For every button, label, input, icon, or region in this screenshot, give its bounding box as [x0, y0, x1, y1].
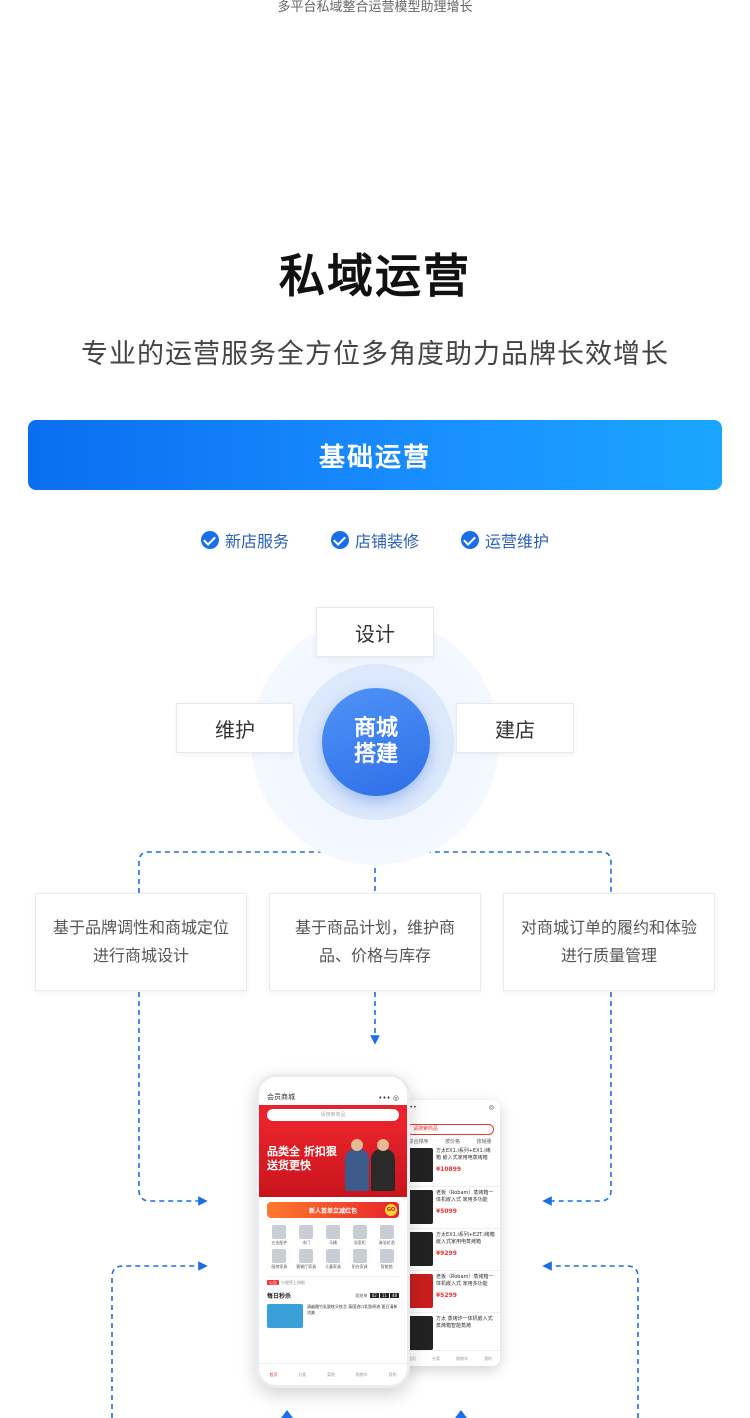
deal-text: 清幽雅竹乳胶枕头枕芯 泰国进口乳胶原液 夏日清新凉爽	[307, 1304, 398, 1315]
category-icon	[325, 1249, 340, 1263]
flash-sale-title: 每日秒杀	[267, 1293, 292, 1300]
list-item[interactable]: 方太 蒸烤炸一体机嵌入式 蒸烤箱智能蒸烤	[400, 1313, 500, 1355]
feature-label: 店铺装修	[354, 532, 419, 551]
coupon-label: 新人首单立减红包	[308, 1207, 357, 1215]
category-icon	[352, 1249, 367, 1263]
product-image	[267, 1304, 303, 1328]
core-label: 商城搭建	[353, 716, 398, 767]
category-item[interactable]: 阳台家具	[347, 1249, 372, 1270]
feature-list: 新店服务 店铺装修 运营维护	[0, 528, 750, 552]
category-icon	[299, 1225, 314, 1239]
nav-item[interactable]: 我的	[484, 1355, 492, 1361]
category-icon	[379, 1249, 394, 1263]
nav-item[interactable]: 我的	[388, 1371, 397, 1377]
description-card-products: 基于商品计划，维护商品、价格与库存	[269, 893, 481, 991]
category-item[interactable]: 客餐厅家具	[294, 1249, 319, 1270]
list-item[interactable]: 方太EX1.i系列+EX1.i烤箱 嵌入式家用电蒸烤箱 ¥10899	[400, 1145, 500, 1187]
product-title: 方太EX1.i系列+EX1.i烤箱 嵌入式家用电蒸烤箱	[436, 1148, 491, 1161]
product-title: 方太 蒸烤炸一体机嵌入式 蒸烤箱智能蒸烤	[436, 1316, 493, 1329]
basic-operation-banner: 基础运营	[28, 420, 722, 490]
nav-item[interactable]: 分类	[298, 1371, 307, 1377]
app-name: 会员商城	[267, 1093, 295, 1101]
category-icon	[272, 1225, 287, 1239]
category-grid: 五金配件 木门 马桶 浴室柜 淋浴花洒 厨房家具 客餐厅家具 儿童家具 阳台家具…	[259, 1223, 407, 1272]
category-item[interactable]: 马桶	[321, 1225, 346, 1246]
category-item[interactable]: 浴室柜	[347, 1225, 372, 1246]
phone-mockup-product-list: •••◎ 请搜索商品 综合排序 按价格 按销量 方太EX1.i系列+EX1.i烤…	[400, 1100, 500, 1366]
menu-dots-icon[interactable]: ••• ◎	[378, 1094, 399, 1102]
description-card-design: 基于品牌调性和商城定位进行商城设计	[35, 893, 247, 991]
product-title: 方太EX1.i系列+E2T.i烤箱 嵌入式家用电蒸烤箱	[436, 1232, 495, 1245]
list-item[interactable]: 老板（Robam）蒸烤箱一体机嵌入式 家用多功能 ¥5299	[400, 1271, 500, 1313]
nav-item[interactable]: 首页	[269, 1371, 278, 1377]
feature-item: 新店服务	[200, 528, 289, 552]
coupon-banner[interactable]: 新人首单立减红包 GO	[267, 1202, 399, 1218]
tab-sort[interactable]: 按价格	[444, 1139, 460, 1145]
hero-title: 品类全 折扣狠 送货更快	[267, 1145, 337, 1172]
category-icon	[379, 1225, 394, 1239]
bottom-nav: 首页 分类 案例 购物车 我的	[259, 1363, 407, 1385]
flash-sale-item[interactable]: 清幽雅竹乳胶枕头枕芯 泰国进口乳胶原液 夏日清新凉爽	[259, 1302, 407, 1330]
top-caption: 多平台私域整合运营模型助理增长	[277, 0, 473, 15]
notice-bar: 公告小程序上线啦	[267, 1276, 399, 1286]
category-item[interactable]: 木门	[294, 1225, 319, 1246]
category-item[interactable]: 淋浴花洒	[374, 1225, 399, 1246]
list-item[interactable]: 老板（Robam）蒸烤箱一体机嵌入式 家用多功能 ¥5099	[400, 1187, 500, 1229]
tag-design: 设计	[316, 607, 434, 657]
category-icon	[352, 1225, 367, 1239]
hero-banner[interactable]: 品类全 折扣狠 送货更快	[259, 1125, 407, 1197]
category-item[interactable]: 五金配件	[267, 1225, 292, 1246]
diagram-core: 商城搭建	[322, 688, 430, 796]
phone-status-bar: •••◎	[400, 1100, 500, 1122]
page-title: 私域运营	[279, 249, 471, 303]
feature-item: 运营维护	[461, 528, 549, 552]
tag-maintain: 维护	[176, 703, 294, 753]
category-item[interactable]: 智能锁	[374, 1249, 399, 1270]
search-input[interactable]: 请搜索商品	[406, 1124, 494, 1135]
coupon-go-button[interactable]: GO	[385, 1204, 397, 1216]
product-price: ¥10899	[436, 1166, 462, 1173]
nav-item[interactable]: 购物车	[456, 1355, 468, 1361]
hero-people-image	[341, 1139, 399, 1191]
category-icon	[272, 1249, 287, 1263]
tag-build: 建店	[456, 703, 574, 753]
page-subtitle: 专业的运营服务全方位多角度助力品牌长效增长	[81, 339, 669, 370]
product-title: 老板（Robam）蒸烤箱一体机嵌入式 家用多功能	[436, 1274, 494, 1287]
notice-text: 小程序上线啦	[281, 1280, 305, 1285]
check-circle-icon	[200, 531, 219, 549]
product-price: ¥5099	[436, 1208, 457, 1215]
nav-item[interactable]: 购物车	[355, 1371, 368, 1377]
notice-tag: 公告	[267, 1280, 279, 1285]
nav-item[interactable]: 首页	[408, 1355, 416, 1361]
sort-tabs: 综合排序 按价格 按销量	[400, 1138, 500, 1145]
search-input[interactable]: 请搜索商品	[267, 1109, 399, 1121]
tab-sort[interactable]: 综合排序	[408, 1139, 429, 1145]
nav-item[interactable]: 案例	[326, 1371, 335, 1377]
list-item[interactable]: 方太EX1.i系列+E2T.i烤箱 嵌入式家用电蒸烤箱 ¥9299	[400, 1229, 500, 1271]
description-card-orders: 对商城订单的履约和体验进行质量管理	[503, 893, 715, 991]
nav-item[interactable]: 分类	[432, 1355, 440, 1361]
tab-sort[interactable]: 按销量	[476, 1139, 492, 1145]
phone-mockup-mall-home: 会员商城 ••• ◎ 请搜索商品 品类全 折扣狠 送货更快 新人首单立减红包 G…	[256, 1074, 410, 1388]
category-item[interactable]: 厨房家具	[267, 1249, 292, 1270]
product-price: ¥9299	[436, 1250, 457, 1257]
phone-status-bar: 会员商城 ••• ◎	[259, 1077, 407, 1105]
category-icon	[299, 1249, 314, 1263]
bottom-nav: 首页 分类 购物车 我的	[400, 1350, 500, 1366]
product-price: ¥5299	[436, 1292, 457, 1299]
search-bar: 请搜索商品	[259, 1105, 407, 1125]
feature-label: 新店服务	[224, 532, 289, 551]
feature-label: 运营维护	[485, 532, 550, 551]
category-icon	[325, 1225, 340, 1239]
check-circle-icon	[461, 531, 479, 549]
feature-item: 店铺装修	[330, 528, 419, 552]
check-circle-icon	[330, 531, 349, 549]
product-title: 老板（Robam）蒸烤箱一体机嵌入式 家用多功能	[436, 1190, 494, 1203]
banner-label: 基础运营	[318, 442, 431, 473]
target-icon: ◎	[488, 1104, 494, 1111]
category-item[interactable]: 儿童家具	[321, 1249, 346, 1270]
